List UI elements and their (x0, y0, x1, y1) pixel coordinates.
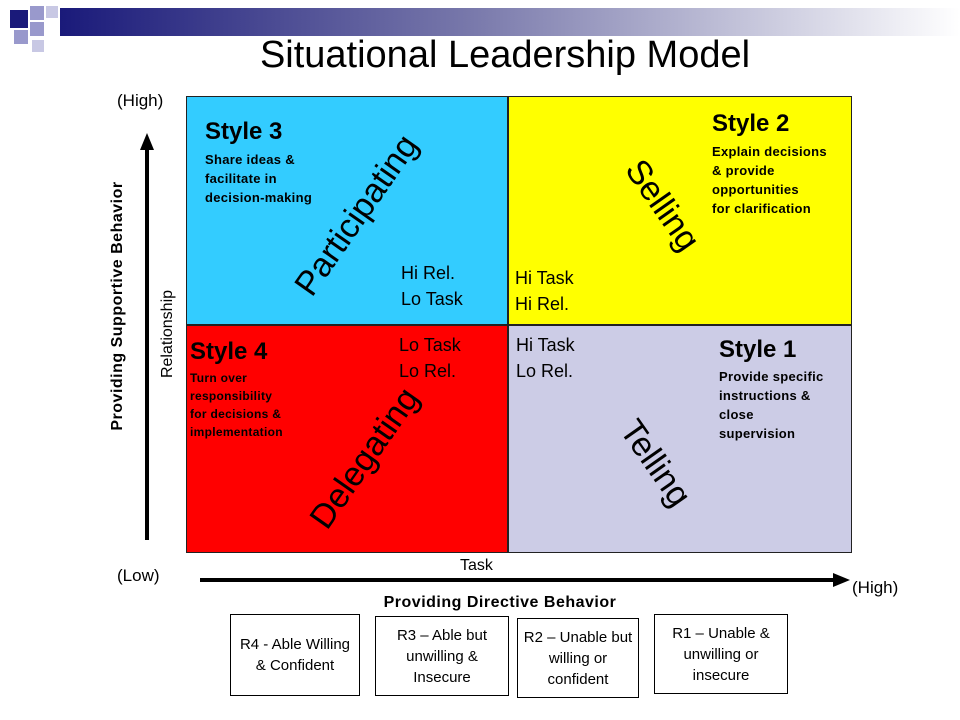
style3-level-line: Hi Rel. (401, 263, 456, 283)
deco-header-bar (60, 8, 960, 36)
quadrant-style3 (186, 96, 508, 325)
style2-desc-line: & provide (712, 163, 775, 178)
style1-desc-line: close (719, 407, 754, 422)
deco-square (30, 6, 44, 20)
style3-level: Hi Rel. Lo Task (401, 260, 463, 312)
style2-level-line: Hi Task (515, 268, 574, 288)
style1-level-line: Lo Rel. (516, 361, 574, 381)
y-axis-sublabel: Relationship (159, 289, 176, 379)
quadrant-style2 (508, 96, 852, 325)
deco-square (10, 10, 28, 28)
style1-desc-line: instructions & (719, 388, 811, 403)
readiness-box-r2: R2 – Unable but willing or confident (517, 618, 639, 698)
page-title: Situational Leadership Model (259, 34, 751, 76)
style1-level: Hi Task Lo Rel. (516, 332, 575, 384)
y-axis-high-label: (High) (117, 91, 164, 110)
style2-title: Style 2 (712, 110, 790, 137)
style3-desc: Share ideas & facilitate in decision-mak… (205, 150, 312, 207)
x-axis-high-label: (High) (852, 578, 899, 597)
style3-desc-line: decision-making (205, 190, 313, 205)
style1-title: Style 1 (719, 336, 797, 363)
style1-level-line: Hi Task (516, 335, 575, 355)
quadrant-style4 (186, 325, 508, 553)
deco-square (30, 22, 44, 36)
style2-desc-line: Explain decisions (712, 144, 827, 159)
style3-title: Style 3 (205, 118, 283, 145)
readiness-box-r4: R4 - Able Willing & Confident (230, 614, 360, 696)
style3-level-line: Lo Task (401, 289, 463, 309)
readiness-box-r1: R1 – Unable & unwilling or insecure (654, 614, 788, 694)
style4-desc-line: implementation (190, 425, 283, 439)
style3-desc-line: facilitate in (205, 171, 277, 186)
style4-title: Style 4 (190, 338, 268, 365)
x-axis-sublabel: Task (460, 557, 493, 574)
style4-level: Lo Task Lo Rel. (399, 332, 461, 384)
x-axis-arrowhead (833, 573, 850, 587)
y-axis-label: Providing Supportive Behavior (109, 181, 126, 431)
deco-square (46, 6, 58, 18)
style4-desc: Turn over responsibility for decisions &… (190, 369, 283, 441)
x-axis-label: Providing Directive Behavior (383, 594, 617, 611)
style1-desc: Provide specific instructions & close su… (719, 367, 824, 443)
deco-square (32, 40, 44, 52)
deco-square (14, 30, 28, 44)
quadrant-style1 (508, 325, 852, 553)
style2-level-line: Hi Rel. (515, 294, 570, 314)
style2-level: Hi Task Hi Rel. (515, 265, 574, 317)
style4-level-line: Lo Rel. (399, 361, 457, 381)
style2-desc-line: opportunities (712, 182, 799, 197)
style3-desc-line: Share ideas & (205, 152, 295, 167)
style2-desc: Explain decisions & provide opportunitie… (712, 142, 827, 218)
readiness-box-r3: R3 – Able but unwilling & Insecure (375, 616, 509, 696)
style4-level-line: Lo Task (399, 335, 461, 355)
style4-desc-line: responsibility (190, 389, 273, 403)
style1-desc-line: supervision (719, 426, 796, 441)
style4-desc-line: Turn over (190, 371, 248, 385)
y-axis-arrowhead (140, 133, 154, 150)
style4-desc-line: for decisions & (190, 407, 282, 421)
style1-desc-line: Provide specific (719, 369, 824, 384)
style2-desc-line: for clarification (712, 201, 812, 216)
y-axis-low-label: (Low) (117, 566, 160, 585)
